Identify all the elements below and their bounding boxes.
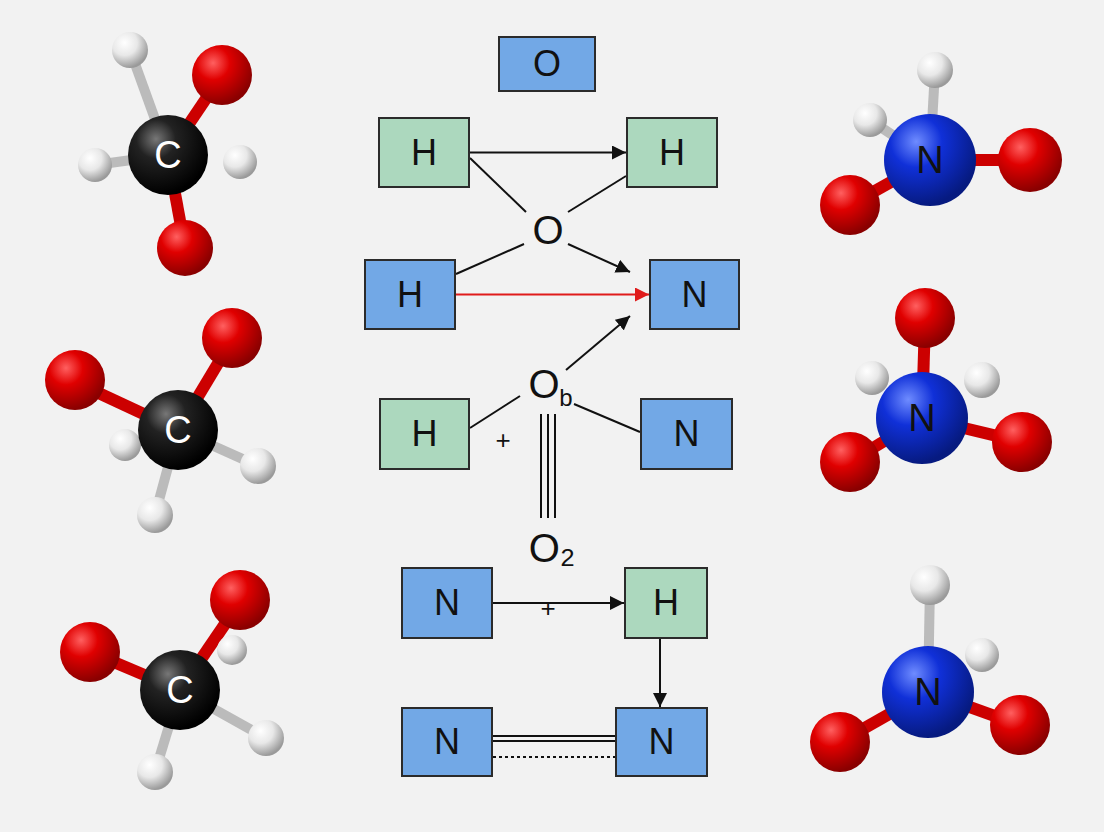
atom-box: N [615,707,708,777]
atom-symbol: C [164,411,191,449]
subscript-label: b [559,386,572,410]
atom-symbol: N [916,141,943,179]
nitrogen-molecule [810,565,1050,772]
connector-line [456,294,649,296]
atom-label: O [532,210,563,250]
connector-line [493,602,624,604]
atom-box: N [401,707,493,777]
bond-connector [456,294,649,295]
atom-box: O [498,36,596,92]
element-symbol: N [434,585,460,621]
element-symbol: H [411,135,437,171]
plus-sign: + [540,595,555,621]
hydrogen-box: H [626,117,718,188]
carbon-molecule [45,308,276,533]
element-symbol: N [649,724,675,760]
carbon-molecule [78,32,257,276]
atom-box: N [649,259,740,330]
atom-symbol: C [166,671,193,709]
element-symbol: O [533,46,561,82]
connector-line [470,152,626,154]
reaction-lines [456,158,640,518]
connector-line [493,756,615,758]
element-symbol: N [674,416,700,452]
connector-line [493,740,615,742]
plus-sign: + [495,427,510,453]
bond-connector [493,736,615,757]
nitrogen-molecule [820,288,1052,492]
element-symbol: N [682,277,708,313]
connector-line [493,735,615,737]
bond-connector [470,152,626,153]
atom-symbol: N [908,399,935,437]
element-symbol: N [434,724,460,760]
element-symbol: H [412,416,438,452]
element-symbol: H [397,277,423,313]
connector-line [659,639,661,707]
atom-box: N [401,567,493,639]
atom-symbol: C [154,136,181,174]
element-symbol: H [653,585,679,621]
carbon-molecule [60,570,284,790]
bond-connector [660,639,661,707]
nitrogen-molecule [820,52,1062,235]
element-symbol: H [659,135,685,171]
atom-label: O [528,364,559,404]
bond-connector [493,603,624,604]
atom-box: N [640,398,733,470]
atom-symbol: N [914,673,941,711]
atom-box: H [364,259,456,330]
hydrogen-box: H [378,117,470,188]
formula-label: O₂ [529,528,576,568]
hydrogen-box: H [379,398,470,470]
hydrogen-box: H [624,567,708,639]
